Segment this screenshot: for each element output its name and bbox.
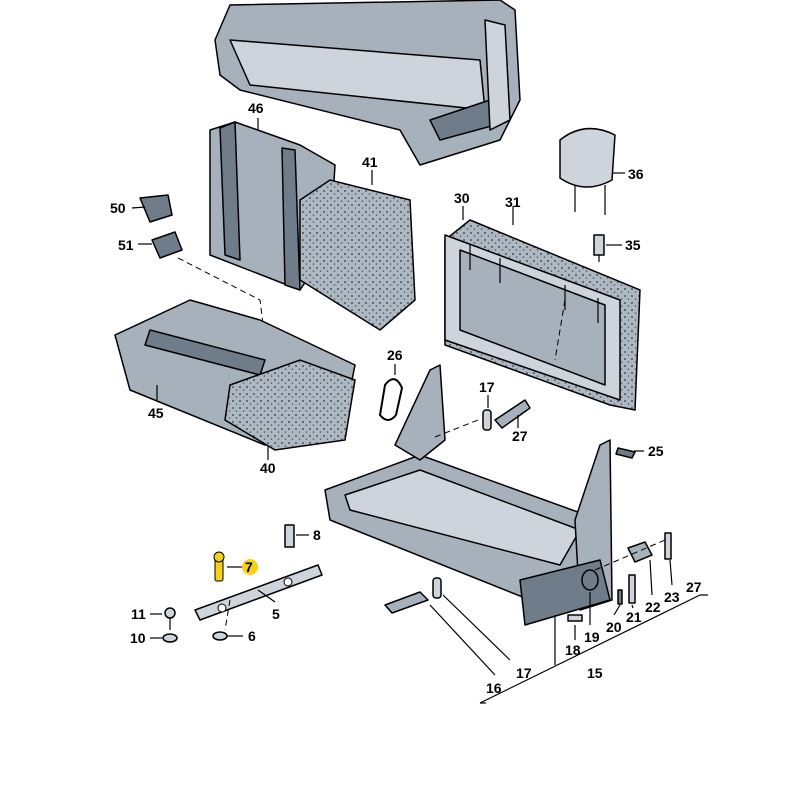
callout-27-lower: 27 — [686, 579, 702, 595]
bolt-25 — [615, 447, 636, 459]
callout-22: 22 — [645, 599, 661, 615]
catch-17-upper — [482, 409, 492, 431]
screw-11 — [164, 607, 176, 630]
callout-21: 21 — [626, 609, 642, 625]
seat-foam — [224, 359, 356, 451]
callout-36: 36 — [628, 166, 644, 182]
callout-31: 31 — [505, 194, 521, 210]
hook-part-50 — [139, 194, 173, 223]
callout-27-upper: 27 — [512, 428, 528, 444]
callout-15: 15 — [587, 665, 603, 681]
callout-6: 6 — [248, 628, 256, 644]
floor-rail-5 — [194, 564, 323, 621]
seat-frame — [324, 364, 613, 626]
callout-23: 23 — [664, 589, 680, 605]
callout-25: 25 — [648, 443, 664, 459]
catch-17-lower — [432, 577, 442, 599]
release-lever-27-upper — [494, 399, 531, 429]
release-lever-16 — [384, 591, 429, 614]
washer-10 — [162, 633, 178, 643]
pin-20 — [617, 589, 623, 605]
callout-40: 40 — [260, 460, 276, 476]
callout-30: 30 — [454, 190, 470, 206]
callout-50: 50 — [110, 200, 126, 216]
backrest-foam — [299, 179, 416, 331]
callout-19: 19 — [584, 629, 600, 645]
callout-7: 7 — [245, 559, 253, 575]
callout-17-upper: 17 — [479, 379, 495, 395]
bolt-23 — [664, 532, 672, 560]
callout-26: 26 — [387, 347, 403, 363]
callout-8: 8 — [313, 527, 321, 543]
callout-35: 35 — [625, 237, 641, 253]
callout-10: 10 — [130, 630, 146, 646]
callout-51: 51 — [118, 237, 134, 253]
callout-45: 45 — [148, 405, 164, 421]
clip-part-51 — [151, 231, 183, 259]
callout-7-highlight — [242, 559, 258, 575]
screw-7 — [213, 551, 225, 582]
callout-18: 18 — [565, 642, 581, 658]
spring-21 — [628, 574, 636, 604]
callout-20: 20 — [606, 619, 622, 635]
bracket-22 — [627, 541, 653, 563]
callout-17-lower: 17 — [516, 665, 532, 681]
washer-6 — [212, 631, 228, 641]
bolt-18 — [567, 614, 583, 622]
headrest-guide — [593, 234, 605, 262]
callout-5: 5 — [272, 606, 280, 622]
assembled-seat-illustration — [214, 0, 521, 166]
callout-11: 11 — [131, 606, 146, 622]
screw-8 — [284, 524, 295, 548]
callout-46: 46 — [248, 100, 264, 116]
seal-ring — [378, 378, 404, 421]
backrest-frame — [444, 219, 641, 411]
callout-41: 41 — [362, 154, 378, 170]
callout-16: 16 — [486, 680, 502, 696]
head-restraint — [559, 127, 616, 215]
